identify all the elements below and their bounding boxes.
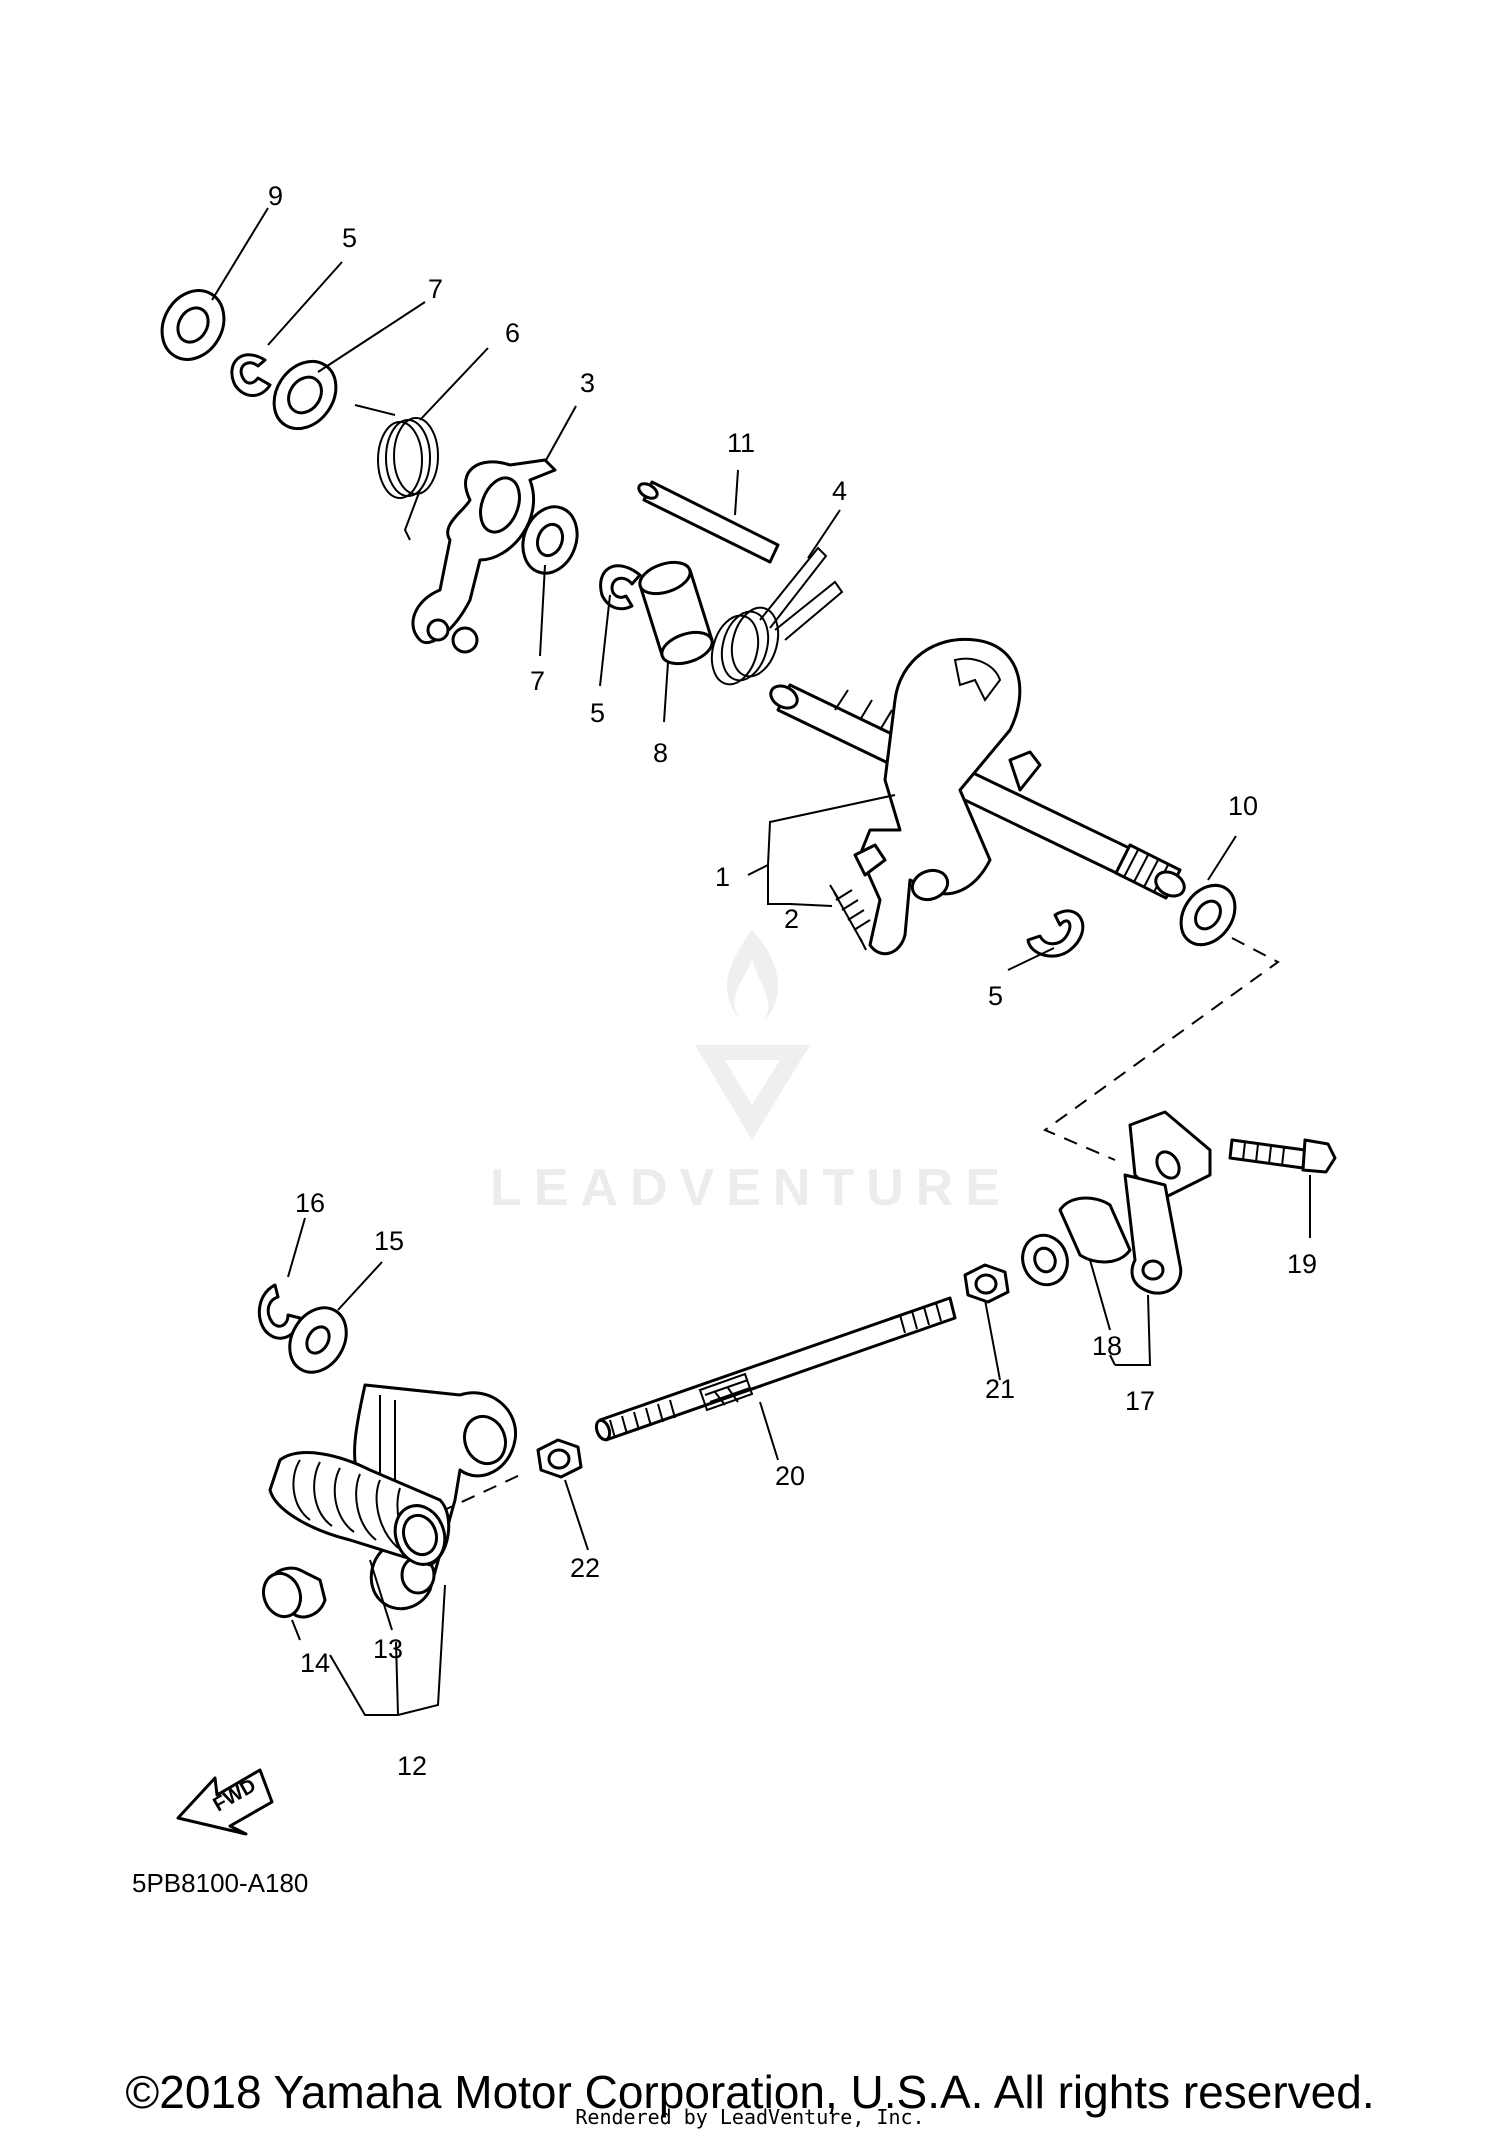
callout-numbers: 9 5 7 6 3 11 4 7 5 8 10 1 2 5 19 18 21 1…: [268, 181, 1317, 1781]
part-3-shift-arm: [411, 458, 557, 654]
part-7-washer-middle: [521, 505, 579, 575]
watermark-text: LEADVENTURE: [490, 1159, 1012, 1217]
part-6-spring: [354, 404, 439, 541]
copyright-footer: ©2018 Yamaha Motor Corporation, U.S.A. A…: [125, 2066, 1375, 2118]
callout-19: 19: [1287, 1249, 1317, 1279]
callout-7-top: 7: [428, 274, 443, 304]
part-22-nut: [536, 1438, 583, 1479]
part-5-circlip-lower: [1026, 909, 1085, 958]
callout-4: 4: [832, 476, 847, 506]
rendered-by-footer: Rendered by LeadVenture, Inc.: [575, 2105, 925, 2129]
callout-17: 17: [1125, 1386, 1155, 1416]
part-20-rod: [594, 1296, 957, 1442]
part-10-washer: [1179, 883, 1237, 947]
part-21-nut: [963, 1263, 1010, 1304]
part-9-washer: [160, 289, 226, 361]
part-2-spring: [829, 884, 871, 951]
fwd-arrow-icon: FWD: [176, 1768, 274, 1836]
part-7-washer-top: [272, 359, 338, 431]
connection-dashed-line-upper: [1042, 937, 1280, 1161]
callout-21: 21: [985, 1374, 1015, 1404]
diagram-code: 5PB8100-A180: [132, 1868, 308, 1898]
callout-13: 13: [373, 1634, 403, 1664]
part-4-spring: [710, 546, 844, 686]
callout-3: 3: [580, 368, 595, 398]
callout-1: 1: [715, 862, 730, 892]
callout-5-lower: 5: [988, 981, 1003, 1011]
part-17-shift-arm: [1021, 1110, 1212, 1295]
callout-6: 6: [505, 318, 520, 348]
callout-8: 8: [653, 738, 668, 768]
callout-7-middle: 7: [530, 666, 545, 696]
part-15-washer: [288, 1306, 348, 1374]
part-5-circlip-middle: [599, 564, 642, 611]
callout-18: 18: [1092, 1331, 1122, 1361]
leader-lines: [211, 207, 1311, 1716]
part-1-shift-shaft: [769, 637, 1186, 956]
part-16-circlip: [257, 1283, 302, 1340]
callout-2: 2: [784, 904, 799, 934]
callout-20: 20: [775, 1461, 805, 1491]
part-5-circlip-top: [230, 353, 272, 397]
callout-16: 16: [295, 1188, 325, 1218]
part-13-pedal-rubber: [268, 1451, 451, 1567]
leadventure-logo-icon: [695, 930, 810, 1140]
callout-10: 10: [1228, 791, 1258, 821]
part-19-bolt: [1228, 1138, 1337, 1174]
callout-5-middle: 5: [590, 698, 605, 728]
part-8-collar: [638, 560, 714, 666]
callout-11: 11: [727, 428, 755, 458]
callout-12: 12: [397, 1751, 427, 1781]
callout-14: 14: [300, 1648, 330, 1678]
callout-5-top: 5: [342, 223, 357, 253]
callout-15: 15: [374, 1226, 404, 1256]
part-11-pin: [637, 480, 780, 564]
callout-22: 22: [570, 1553, 600, 1583]
callout-9: 9: [268, 181, 283, 211]
part-14-pedal-bolt: [261, 1566, 327, 1619]
